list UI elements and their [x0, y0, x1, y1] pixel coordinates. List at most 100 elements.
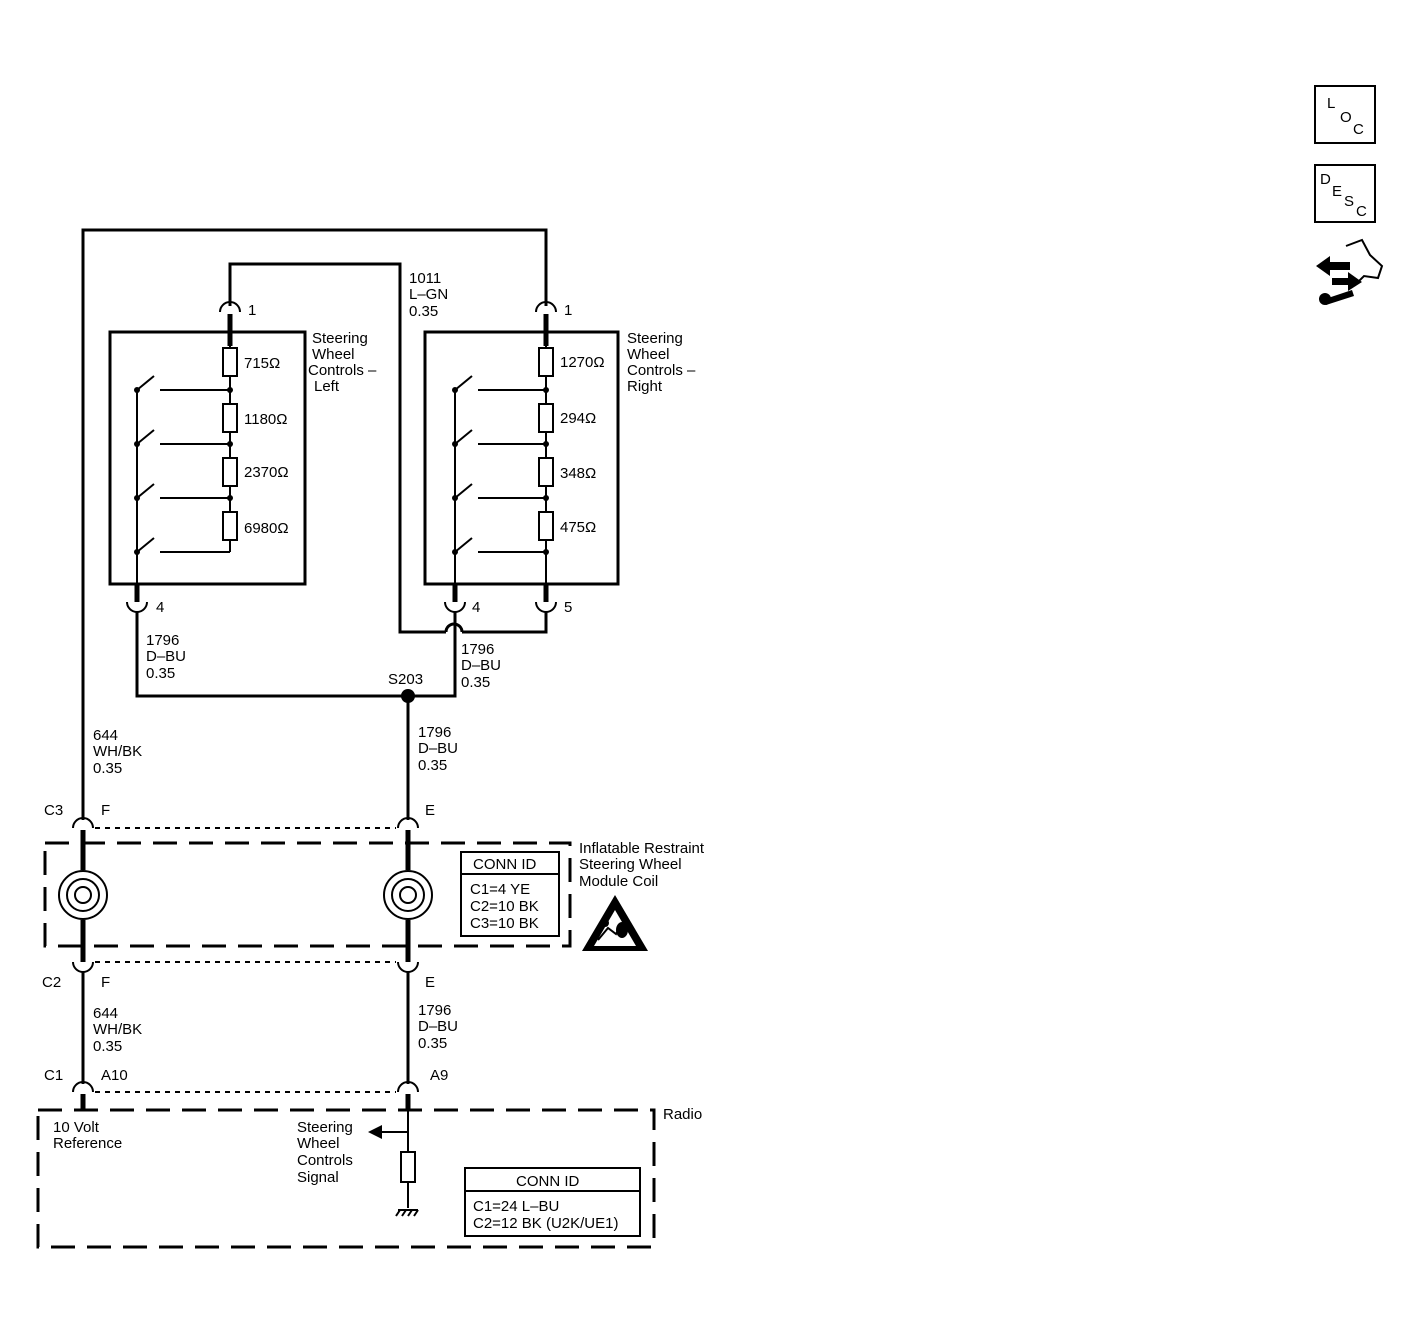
splice-label: S203 — [388, 671, 423, 688]
right-module-title-3: Controls – — [627, 362, 696, 379]
wire-644-lower-label-2: WH/BK — [93, 1021, 142, 1038]
wire-1011-label-2: L–GN — [409, 286, 448, 303]
wire-1796-left-label-2: D–BU — [146, 648, 186, 665]
wire-1796-main-label-2: D–BU — [418, 740, 458, 757]
wire-1796-right-label-3: 0.35 — [461, 674, 490, 691]
switch-r2 — [452, 429, 549, 447]
conn-c1-pin-a9: A9 — [430, 1067, 448, 1084]
switch-r3 — [452, 483, 549, 501]
resistor-l4 — [222, 511, 238, 541]
wire-1796-left-label-3: 0.35 — [146, 665, 175, 682]
signal-arrow — [368, 1125, 382, 1139]
radio-conn-id-header: CONN ID — [516, 1173, 580, 1190]
resistor-r2 — [538, 403, 554, 433]
resistor-l3-label: 2370Ω — [244, 464, 289, 481]
switch-l3 — [134, 483, 233, 501]
wire-1796-lower-label-1: 1796 — [418, 1002, 451, 1019]
coil-conn-id-header: CONN ID — [473, 856, 537, 873]
wire-1796-lower-label-3: 0.35 — [418, 1035, 447, 1052]
loc-letter-1: L — [1327, 95, 1335, 112]
loc-letter-2: O — [1340, 109, 1352, 126]
wire-1796-main-label-3: 0.35 — [418, 757, 447, 774]
radio-conn-id-table: CONN ID C1=24 L–BU C2=12 BK (U2K/UE1) — [464, 1167, 641, 1237]
radio-signal-label-3: Controls — [297, 1152, 353, 1169]
wire-1796-left — [135, 612, 457, 698]
radio-pulldown-resistor — [400, 1151, 416, 1183]
wire-644-upper-label-2: WH/BK — [93, 743, 142, 760]
left-pin-top: 1 — [248, 302, 256, 319]
right-module-title-2: Wheel — [627, 346, 670, 363]
wire-644-top-loop — [81, 228, 548, 820]
conn-c3-pin-f: F — [101, 802, 110, 819]
radio-title: Radio — [663, 1106, 702, 1123]
switch-l2 — [134, 429, 233, 447]
radio-ref-label-1: 10 Volt — [53, 1119, 100, 1136]
conn-left-pin4 — [126, 601, 148, 613]
wire-644-upper-label-1: 644 — [93, 727, 118, 744]
ground-symbol — [395, 1209, 419, 1217]
desc-letter-2: E — [1332, 183, 1342, 200]
conn-right-pin1 — [535, 301, 557, 313]
conn-c3-label: C3 — [44, 802, 63, 819]
clockspring-coil-left — [58, 870, 108, 920]
resistor-r4 — [538, 511, 554, 541]
resistor-r1-label: 1270Ω — [560, 354, 605, 371]
coil-module-title-1: Inflatable Restraint — [579, 840, 705, 857]
resistor-l1-label: 715Ω — [244, 355, 280, 372]
coil-module-title-2: Steering Wheel — [579, 856, 682, 873]
radio-signal-label-2: Wheel — [297, 1135, 340, 1152]
coil-module-title-3: Module Coil — [579, 873, 658, 890]
wire-644-lower-label-1: 644 — [93, 1005, 118, 1022]
wire-1011-end — [462, 612, 548, 634]
desc-letter-1: D — [1320, 171, 1331, 188]
wire-1796-right-label-2: D–BU — [461, 657, 501, 674]
resistor-l2-label: 1180Ω — [244, 411, 287, 428]
conn-right-pin4 — [444, 601, 466, 613]
conn-left-pin1 — [219, 301, 241, 313]
conn-c2-pin-f: F — [101, 974, 110, 991]
wire-1796-right-label-1: 1796 — [461, 641, 494, 658]
right-pin-bottom-a: 4 — [472, 599, 480, 616]
left-module-title-3: Controls – — [308, 362, 377, 379]
resistor-l4-label: 6980Ω — [244, 520, 289, 537]
wire-1011 — [228, 262, 446, 634]
radio-conn-id-row-2: C2=12 BK (U2K/UE1) — [473, 1215, 618, 1232]
coil-conn-id-table: CONN ID C1=4 YE C2=10 BK C3=10 BK — [460, 851, 560, 937]
connector-wrench-icon[interactable] — [1316, 238, 1384, 305]
splice-s203 — [401, 689, 415, 703]
wire-1796-left-label-1: 1796 — [146, 632, 179, 649]
desc-button[interactable]: D E S C — [1314, 164, 1376, 223]
resistor-r2-label: 294Ω — [560, 410, 596, 427]
left-controls-module: 715Ω 1180Ω 2370Ω 6980Ω — [108, 330, 307, 586]
coil-conn-id-row-1: C1=4 YE — [470, 881, 530, 898]
resistor-r4-label: 475Ω — [560, 519, 596, 536]
resistor-l1 — [222, 347, 238, 377]
radio-signal-label-4: Signal — [297, 1169, 339, 1186]
right-pin-bottom-b: 5 — [564, 599, 572, 616]
wire-644-lower-label-3: 0.35 — [93, 1038, 122, 1055]
switch-l1 — [134, 375, 233, 393]
right-controls-module: 1270Ω 294Ω 348Ω 475Ω — [423, 330, 620, 586]
desc-letter-4: C — [1356, 203, 1367, 220]
switch-r1 — [452, 375, 549, 393]
coil-conn-id-row-2: C2=10 BK — [470, 898, 539, 915]
conn-c1-label: C1 — [44, 1067, 63, 1084]
wire-1796-main-label-1: 1796 — [418, 724, 451, 741]
loc-button[interactable]: L O C — [1314, 85, 1376, 144]
conn-c2-label: C2 — [42, 974, 61, 991]
clockspring-coil-right — [383, 870, 433, 920]
switch-l4 — [134, 537, 230, 555]
right-pin-top: 1 — [564, 302, 572, 319]
left-module-title-1: Steering — [312, 330, 368, 347]
wire-1796-lower-label-2: D–BU — [418, 1018, 458, 1035]
radio-signal-label-1: Steering — [297, 1119, 353, 1136]
conn-c1-pin-a10: A10 — [101, 1067, 128, 1084]
conn-right-pin5 — [535, 601, 557, 613]
desc-letter-3: S — [1344, 193, 1354, 210]
radio-boundary — [36, 1108, 656, 1249]
airbag-warning-icon[interactable] — [582, 895, 648, 951]
wire-1011-label-1: 1011 — [409, 270, 441, 287]
switch-r4 — [452, 537, 549, 555]
resistor-l3 — [222, 457, 238, 487]
